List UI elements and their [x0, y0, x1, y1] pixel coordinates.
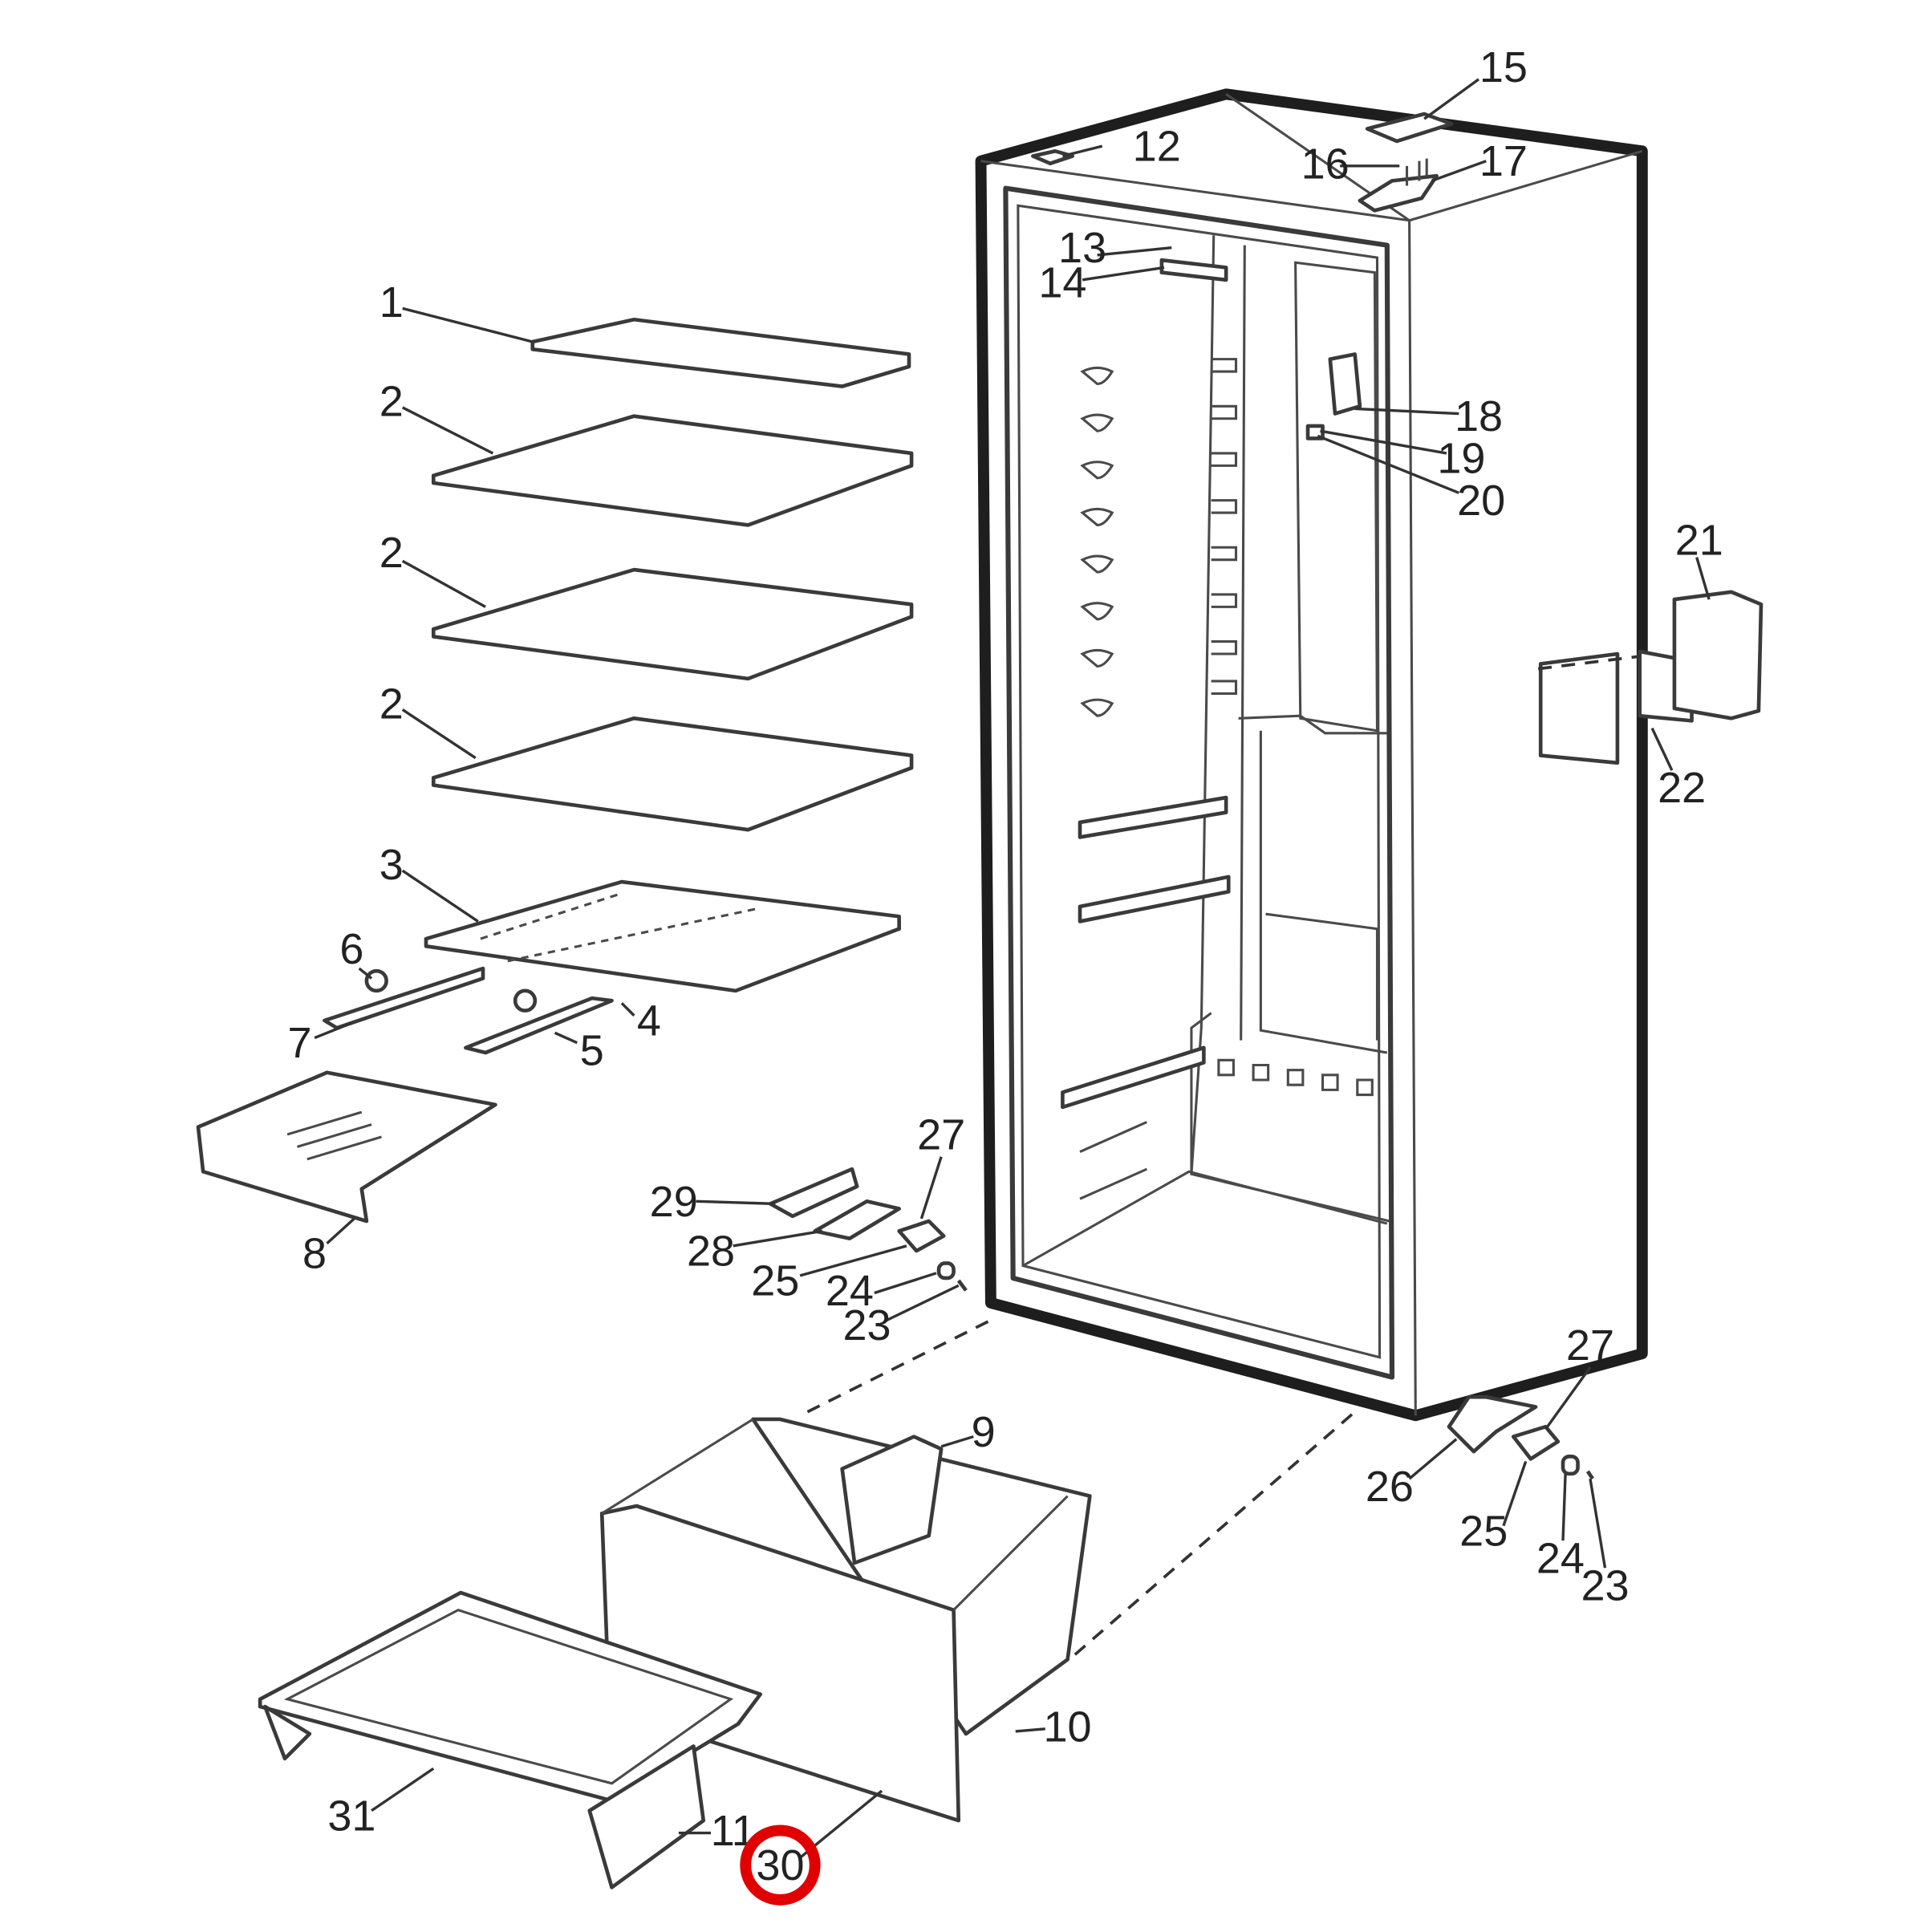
callout-18: 18: [1455, 392, 1503, 440]
crisper-assembly: [258, 1316, 1356, 1889]
callout-3: 3: [380, 841, 404, 889]
shelf-3: [424, 879, 901, 993]
callout-28: 28: [687, 1228, 735, 1276]
callout-31: 31: [327, 1792, 375, 1840]
shelf-2c: [431, 716, 914, 832]
callout-10: 10: [1044, 1703, 1092, 1751]
callout-2-shelf-c: 2: [380, 680, 404, 728]
callout-17: 17: [1479, 137, 1528, 185]
callout-26: 26: [1366, 1463, 1414, 1511]
callout-25-right: 25: [1459, 1507, 1508, 1555]
hinge-plate-left: [813, 1199, 901, 1240]
shelf-1: [530, 317, 911, 388]
crisper-cover: [258, 1590, 763, 1803]
side-decal: [1538, 651, 1620, 765]
callout-13: 13: [1058, 224, 1106, 272]
callout-5: 5: [580, 1026, 604, 1074]
hinge-spacer-right: [1561, 1454, 1580, 1476]
callout-23-left: 23: [842, 1301, 891, 1350]
hinge-assembly-left: [768, 1167, 968, 1292]
callout-20: 20: [1457, 477, 1505, 525]
callout-25-left: 25: [751, 1257, 799, 1305]
callout-16: 16: [1301, 140, 1350, 188]
callout-12: 12: [1133, 123, 1181, 171]
top-vent-cap: [1031, 149, 1075, 166]
callout-4: 4: [637, 996, 661, 1045]
refrigerator-cabinet: [975, 88, 1764, 1480]
callout-24-left: 24: [826, 1267, 874, 1315]
callout-2-shelf-b: 2: [380, 529, 404, 577]
cover-support-right: [587, 1744, 706, 1889]
callout-6: 6: [339, 925, 363, 973]
roller-wheel-left: [364, 968, 388, 993]
callout-15: 15: [1479, 43, 1528, 91]
hinge-spacer-left: [936, 1261, 956, 1281]
highlight-circle: [740, 1824, 821, 1906]
door-handle: [1672, 590, 1764, 720]
hinge-bushing-left: [897, 1219, 946, 1253]
shelf-2a: [431, 414, 914, 527]
callout-22: 22: [1658, 764, 1706, 812]
callout-2-shelf-a: 2: [380, 378, 404, 426]
bottom-hinge: [1447, 1394, 1538, 1454]
hinge-cover-left: [768, 1167, 859, 1219]
callout-labels: 1 2 2 2 3 4 5 6 7 8 9 10 11 12 13 14 15 …: [288, 43, 1723, 1889]
callout-30: 30: [756, 1841, 804, 1889]
callout-14: 14: [1038, 258, 1086, 306]
leader-lines: [314, 78, 1711, 1859]
callout-29: 29: [650, 1178, 698, 1226]
cover-support-left: [263, 1704, 312, 1761]
roller-wheel-right: [513, 988, 538, 1013]
callout-27-right: 27: [1566, 1321, 1614, 1370]
hinge-cover: [1365, 112, 1454, 144]
callout-8: 8: [302, 1230, 327, 1278]
shelf-2b: [431, 567, 914, 681]
callout-9: 9: [972, 1408, 996, 1456]
humidity-slider: [840, 1435, 944, 1565]
callout-19: 19: [1437, 435, 1485, 483]
crisper-rail-left: [323, 966, 485, 1030]
shelf-support-ribs: [1061, 358, 1374, 1200]
callout-21: 21: [1675, 517, 1723, 565]
callout-23-right: 23: [1581, 1561, 1629, 1609]
callout-24-right: 24: [1536, 1534, 1585, 1582]
callout-27-left: 27: [917, 1110, 965, 1159]
top-hinge: [1358, 173, 1439, 213]
callout-7: 7: [288, 1019, 312, 1067]
hinge-bushing-right: [1511, 1424, 1561, 1461]
crisper-rail-right: [464, 996, 614, 1055]
control-board: [1328, 352, 1362, 416]
shelves: [196, 317, 914, 1224]
callout-1: 1: [380, 278, 404, 327]
